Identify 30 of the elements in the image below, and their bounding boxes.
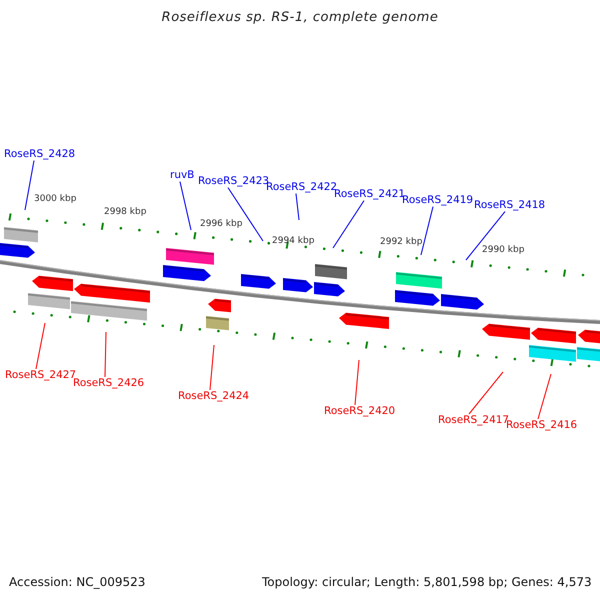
leader-line (468, 372, 504, 414)
leader-line (104, 332, 106, 378)
leader-line (180, 181, 192, 230)
gene-label: RoseRS_2420 (324, 405, 396, 418)
leader-line (36, 322, 46, 370)
scale-label: 2992 kbp (380, 237, 422, 248)
scale-label: 2998 kbp (104, 207, 146, 218)
leader-line (296, 193, 300, 220)
scale-label: 2990 kbp (482, 245, 524, 256)
gene-label: RoseRS_2428 (4, 148, 76, 161)
scale-label: 2994 kbp (272, 236, 314, 247)
scale-label: 3000 kbp (34, 194, 76, 205)
leader-line (354, 360, 360, 406)
gene-label: ruvB (170, 169, 194, 182)
leader-line (24, 160, 34, 210)
gene-label: RoseRS_2419 (402, 194, 474, 207)
scale-label: 2996 kbp (200, 219, 242, 230)
leader-line (420, 206, 434, 256)
genome-summary: Topology: circular; Length: 5,801,598 bp; Genes: 4,573 (262, 575, 592, 590)
leader-line (538, 374, 552, 420)
leader-line (210, 344, 214, 390)
gene-label: RoseRS_2416 (506, 419, 578, 432)
leader-line (228, 187, 264, 242)
accession-text: Accession: NC_009523 (9, 575, 146, 590)
leader-line (466, 211, 506, 260)
leader-line (332, 200, 364, 248)
gene-label: RoseRS_2418 (474, 199, 546, 212)
title: Roseiflexus sp. RS-1, complete genome (160, 10, 440, 26)
gene-label: RoseRS_2424 (178, 390, 250, 403)
gene-label: RoseRS_2426 (73, 377, 144, 390)
